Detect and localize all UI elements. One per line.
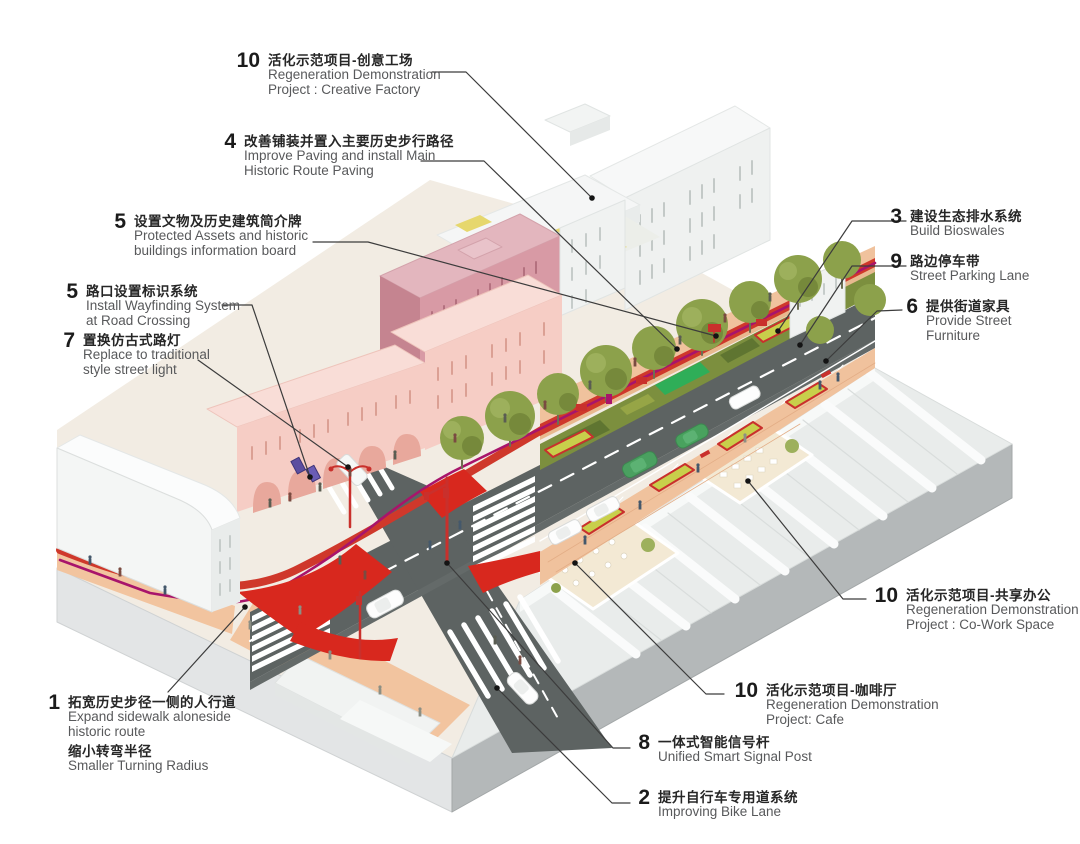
callout-text-en: Smaller Turning Radius [68, 758, 209, 773]
callout-number: 7 [63, 329, 75, 352]
callout-text-en: at Road Crossing [86, 312, 191, 328]
callout-text-en: Regeneration Demonstration [766, 697, 939, 712]
callout-number: 1 [48, 691, 60, 714]
callout-historic-paving: 4 改善铺装并置入主要历史步行路径 Improve Paving and ins… [206, 130, 454, 178]
callout-text-en: Improve Paving and install Main [244, 148, 436, 163]
callout-text-en: buildings information board [134, 242, 297, 258]
pink-building-2 [390, 274, 563, 450]
callout-street-furniture: 6 提供街道家具 Provide Street Furniture [888, 295, 1012, 343]
callout-number: 4 [224, 130, 236, 153]
callout-text-en: Project : Creative Factory [268, 81, 421, 97]
callout-title-cn: 活化示范项目-咖啡厅 [766, 683, 897, 698]
white-strip-building [559, 199, 626, 317]
callout-text-en: Install Wayfinding System [86, 298, 241, 313]
callout-title-cn: 拓宽历史步径一侧的人行道 [68, 695, 236, 710]
callout-title-cn: 置换仿古式路灯 [83, 333, 181, 348]
callout-number: 3 [890, 205, 902, 228]
callout-title-cn: 路口设置标识系统 [86, 284, 198, 299]
callout-wayfinding: 5 路口设置标识系统 Install Wayfinding System at … [48, 280, 241, 328]
callout-co-work: 10 活化示范项目-共享办公 Regeneration Demonstratio… [868, 584, 1079, 632]
callout-text-en: style street light [83, 361, 177, 377]
callout-number: 5 [114, 210, 126, 233]
smart-signal-post [423, 476, 449, 562]
people [88, 292, 840, 717]
callout-text-en: Expand sidewalk aloneside [68, 709, 231, 724]
callout-signal-post: 8 一体式智能信号杆 Unified Smart Signal Post [620, 731, 812, 765]
callout-bike-lane: 2 提升自行车专用道系统 Improving Bike Lane [620, 786, 798, 820]
callout-title-cn: 一体式智能信号杆 [658, 735, 770, 750]
vehicles [336, 385, 761, 705]
callout-text-en: Unified Smart Signal Post [658, 749, 812, 764]
callout-bioswales: 3 建设生态排水系统 Build Bioswales [872, 205, 1022, 239]
callout-text-en: Regeneration Demonstration [268, 67, 441, 82]
signal-post-south [356, 590, 362, 660]
callout-text-en: Furniture [926, 327, 981, 343]
callout-text-en: Provide Street [926, 313, 1012, 328]
callout-expand-sidewalk: 1 拓宽历史步径一侧的人行道 Expand sidewalk aloneside… [30, 691, 236, 774]
callout-number: 9 [890, 250, 902, 273]
callout-number: 10 [874, 584, 898, 607]
callout-number: 2 [638, 786, 650, 809]
sidewalk-kiosks [576, 319, 767, 411]
callout-title-cn: 建设生态排水系统 [910, 209, 1022, 224]
callout-title-cn: 活化示范项目-创意工场 [268, 53, 413, 68]
callout-text-en: Improving Bike Lane [658, 804, 782, 819]
callout-title-cn: 活化示范项目-共享办公 [906, 588, 1051, 603]
roads [248, 295, 877, 753]
callout-title-cn: 改善铺装并置入主要历史步行路径 [244, 134, 454, 149]
callout-title-cn: 设置文物及历史建筑简介牌 [134, 214, 302, 229]
callout-text-en: Street Parking Lane [910, 268, 1030, 283]
callout-parking-lane: 9 路边停车带 Street Parking Lane [872, 250, 1030, 284]
callout-text-en: Replace to traditional [83, 347, 210, 362]
callout-text-en: historic route [68, 723, 146, 739]
corner-bulbouts [238, 469, 546, 662]
callout-text-en: Protected Assets and historic [134, 228, 309, 243]
callout-text-en: Project: Cafe [766, 711, 845, 727]
callout-number: 6 [906, 295, 918, 318]
callout-text-en: Build Bioswales [910, 223, 1005, 238]
callout-text-en: Project : Co-Work Space [906, 616, 1055, 632]
callout-cafe: 10 活化示范项目-咖啡厅 Regeneration Demonstration… [728, 679, 939, 727]
callout-title-cn: 缩小转弯半径 [68, 744, 152, 759]
street-furniture-bench [699, 369, 832, 459]
street-planters [579, 382, 828, 535]
callout-text-en: Historic Route Paving [244, 162, 374, 178]
callout-number: 8 [638, 731, 650, 754]
traditional-street-light [328, 465, 372, 529]
callout-number: 10 [734, 679, 758, 702]
south-sidewalk [540, 348, 876, 585]
callout-title-cn: 提供街道家具 [926, 299, 1010, 314]
callout-text-en: Regeneration Demonstration [906, 602, 1079, 617]
callout-title-cn: 提升自行车专用道系统 [658, 790, 798, 805]
callout-street-light: 7 置换仿古式路灯 Replace to traditional style s… [45, 329, 210, 377]
callout-creative-factory: 10 活化示范项目-创意工场 Regeneration Demonstratio… [230, 49, 441, 97]
leader-lines [167, 71, 907, 804]
callout-title-cn: 路边停车带 [910, 254, 980, 269]
left-corner-building [56, 434, 241, 613]
callout-number: 10 [236, 49, 260, 72]
callout-number: 5 [66, 280, 78, 303]
leader-dots [242, 195, 829, 691]
callout-info-board: 5 设置文物及历史建筑简介牌 Protected Assets and hist… [96, 210, 309, 258]
